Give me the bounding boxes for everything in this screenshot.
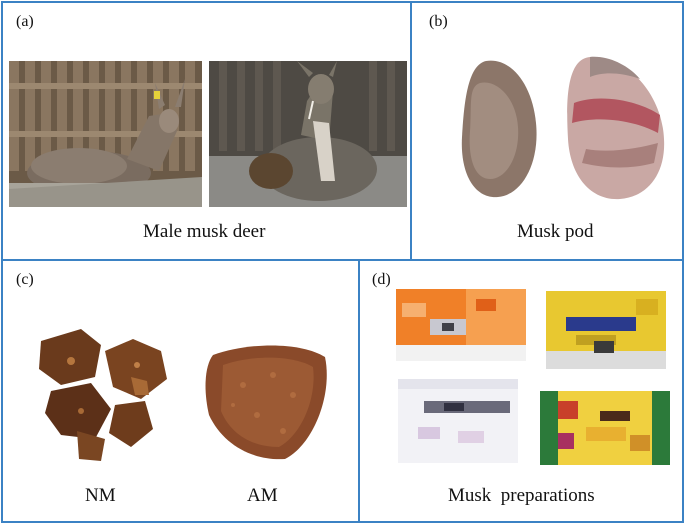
panel-b: (b) Musk pod — [410, 1, 684, 261]
natural-musk-photo — [21, 321, 179, 471]
panel-a-caption: Male musk deer — [143, 221, 266, 242]
panel-a: (a) — [1, 1, 412, 261]
panel-d: (d) — [358, 259, 684, 523]
panel-b-caption: Musk pod — [517, 221, 594, 242]
preparation-box-3 — [398, 379, 518, 463]
preparation-box-2 — [546, 291, 666, 369]
panel-c-caption-nm: NM — [85, 485, 116, 506]
panel-b-label: (b) — [429, 13, 448, 30]
panel-d-caption: Musk preparations — [448, 485, 595, 506]
panel-a-label: (a) — [16, 13, 34, 30]
panel-c-label: (c) — [16, 271, 34, 288]
musk-pod-photo — [440, 53, 678, 203]
preparation-box-1 — [396, 289, 526, 361]
deer-photo-left — [9, 61, 202, 207]
panel-c-caption-am: AM — [247, 485, 278, 506]
deer-photo-right — [209, 61, 407, 207]
panel-d-label: (d) — [372, 271, 391, 288]
preparation-box-4 — [540, 391, 670, 465]
panel-c: (c) NM AM — [1, 259, 360, 523]
artificial-musk-photo — [193, 335, 343, 465]
